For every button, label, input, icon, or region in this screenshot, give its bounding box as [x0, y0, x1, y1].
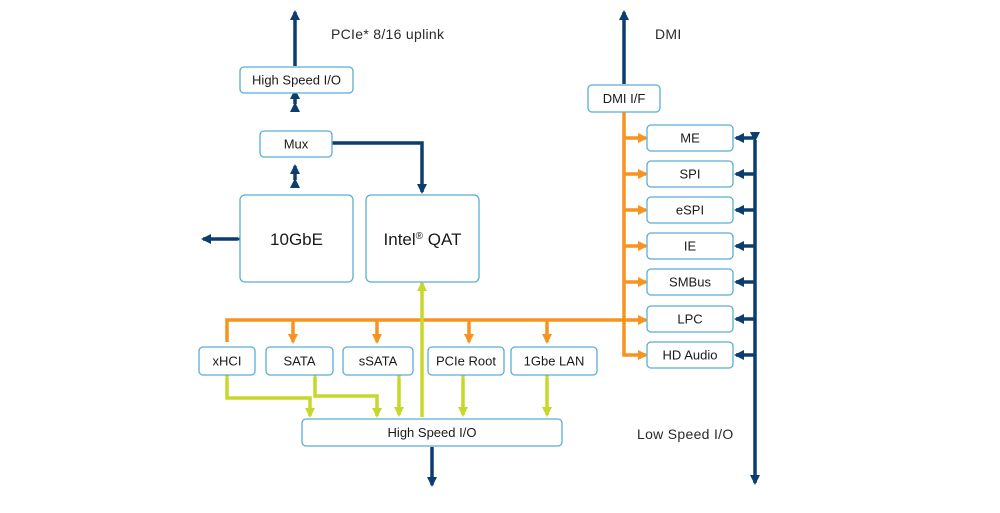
low-speed-io-label: Low Speed I/O	[637, 426, 734, 442]
tengbe-label: 10GbE	[270, 230, 323, 249]
high-speed-io-top-box: High Speed I/O	[239, 66, 354, 94]
xhci-label: xHCI	[213, 354, 242, 369]
lpc-box: LPC	[646, 305, 734, 333]
ssata-box: sSATA	[342, 346, 414, 376]
intel-qat-label: Intel® QAT	[384, 230, 462, 249]
intel-qat-box: Intel® QAT	[365, 194, 480, 283]
pcie-root-box: PCIe Root	[427, 346, 505, 376]
lpc-bus	[225, 315, 648, 342]
dmi-label: DMI	[655, 26, 682, 42]
dmi-if-box: DMI I/F	[587, 84, 661, 113]
me-box: ME	[646, 124, 734, 152]
lpc-label: LPC	[677, 312, 702, 327]
high-speed-io-top-label: High Speed I/O	[252, 73, 341, 88]
navy-connectors	[201, 10, 760, 487]
dmi-if-label: DMI I/F	[603, 91, 646, 106]
hd-audio-label: HD Audio	[663, 348, 718, 363]
ie-box: IE	[646, 232, 734, 260]
mux-label: Mux	[284, 137, 309, 152]
xhci-hsio-link	[222, 370, 315, 418]
uplink-label: PCIe* 8/16 uplink	[331, 26, 445, 42]
sata-hsio-link	[310, 369, 382, 418]
high-speed-io-bottom-box: High Speed I/O	[301, 418, 563, 447]
gbe-lan-box: 1Gbe LAN	[510, 346, 598, 376]
tengbe-box: 10GbE	[239, 194, 354, 283]
spi-box: SPI	[646, 160, 734, 188]
smbus-box: SMBus	[646, 268, 734, 296]
orange-connectors	[225, 112, 648, 360]
sata-label: SATA	[283, 354, 315, 369]
sata-box: SATA	[265, 346, 334, 376]
xhci-box: xHCI	[198, 346, 256, 376]
espi-label: eSPI	[676, 203, 704, 218]
high-speed-io-bottom-label: High Speed I/O	[388, 425, 477, 440]
pcie-root-label: PCIe Root	[436, 354, 496, 369]
lime-connectors	[222, 281, 552, 418]
ssata-label: sSATA	[359, 354, 398, 369]
spi-label: SPI	[680, 167, 701, 182]
dmi-trunk	[622, 112, 648, 360]
hd-audio-box: HD Audio	[646, 341, 734, 369]
mux-box: Mux	[259, 130, 333, 158]
espi-box: eSPI	[646, 196, 734, 224]
mux-qat-link	[332, 141, 427, 194]
gbe-lan-label: 1Gbe LAN	[524, 354, 585, 369]
ie-label: IE	[684, 239, 697, 254]
me-label: ME	[680, 131, 700, 146]
smbus-label: SMBus	[669, 275, 711, 290]
